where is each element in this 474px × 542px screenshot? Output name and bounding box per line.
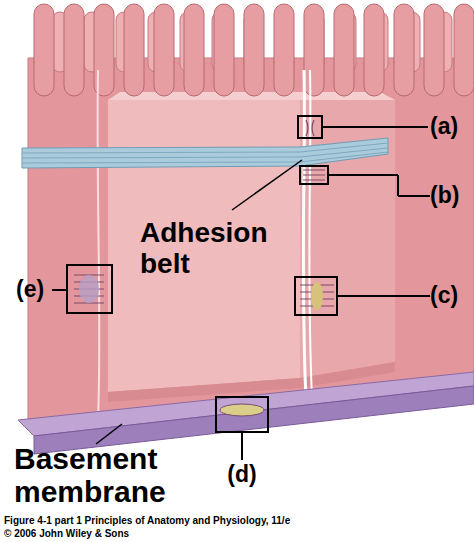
callout-letter: (c) bbox=[430, 283, 474, 308]
copyright-note: © 2006 John Wiley & Sons bbox=[4, 528, 304, 539]
part-label: Basement membrane bbox=[14, 442, 194, 508]
part-label: Adhesion belt bbox=[140, 218, 300, 280]
callout-letter: (d) bbox=[218, 462, 266, 487]
callout-letter: (b) bbox=[430, 183, 474, 208]
callout-letter: (e) bbox=[16, 277, 56, 302]
figure-caption: Figure 4-1 part 1 Principles of Anatomy … bbox=[4, 515, 444, 526]
callout-letter: (a) bbox=[430, 114, 474, 139]
